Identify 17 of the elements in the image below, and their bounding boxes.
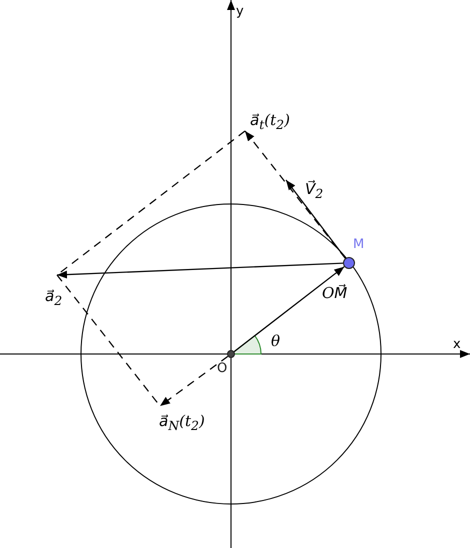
axis-label: y [236, 5, 244, 19]
point-label: M [353, 238, 364, 252]
vector-label: V⃗$_{2}$ [305, 180, 324, 203]
edge-label: OM⃗ [322, 284, 348, 302]
point-marker [343, 257, 355, 269]
vector-label: a⃗$_{N}$(t$_{2}$) [159, 412, 205, 435]
dashed-arrow [244, 130, 346, 259]
angle-label: θ [271, 332, 280, 350]
arrow [234, 266, 345, 352]
arrow [56, 262, 344, 279]
point-label: O [217, 362, 228, 376]
axis-label: x [453, 338, 461, 352]
vector-label: a⃗$_{t}$(t$_{2}$) [250, 111, 290, 134]
point-marker [227, 350, 235, 358]
dashed-arrow [160, 356, 228, 406]
arrow [286, 180, 346, 259]
vector-label: a⃗$_{2}$ [45, 287, 62, 310]
